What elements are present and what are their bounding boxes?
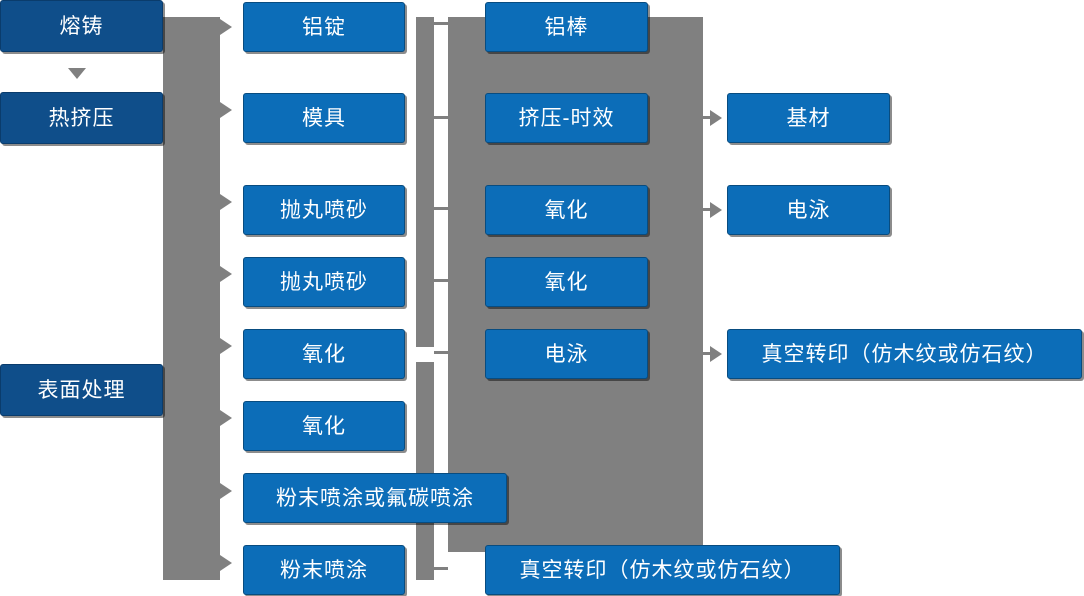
node-shot-blasting-2-label: 抛丸喷砂 (280, 270, 368, 294)
connector-arrow-to-shot-blasting-2 (220, 266, 232, 282)
connector-tick-extrusion-aging (434, 116, 448, 119)
connector-tick-oxidation-3 (434, 207, 448, 210)
connector-arrow-down-melt-to-extrusion (68, 68, 86, 79)
node-vacuum-transfer-printing-bottom[interactable]: 真空转印（仿木纹或仿石纹） (485, 545, 840, 595)
node-melt-casting[interactable]: 熔铸 (0, 0, 163, 52)
connector-stub-surface-treatment (163, 388, 183, 391)
node-mold-label: 模具 (302, 106, 346, 130)
node-melt-casting-label: 熔铸 (59, 14, 104, 38)
node-shot-blasting-1[interactable]: 抛丸喷砂 (243, 185, 405, 235)
node-oxidation-3-label: 氧化 (544, 198, 589, 222)
node-powder-coating[interactable]: 粉末喷涂 (243, 545, 405, 595)
node-shot-blasting-1-label: 抛丸喷砂 (280, 198, 368, 222)
node-substrate-label: 基材 (786, 106, 831, 130)
node-surface-treatment-label: 表面处理 (37, 378, 126, 402)
node-vacuum-transfer-printing-right[interactable]: 真空转印（仿木纹或仿石纹） (727, 329, 1082, 379)
node-electrophoresis-1[interactable]: 电泳 (485, 329, 648, 379)
connector-arrow-to-electrophoresis-2 (710, 202, 722, 218)
connector-arrow-to-oxidation-1 (220, 338, 232, 354)
node-oxidation-4[interactable]: 氧化 (485, 257, 648, 307)
node-powder-or-fluorocarbon-coating-label: 粉末喷涂或氟碳喷涂 (276, 486, 474, 510)
node-extrusion-aging-label: 挤压-时效 (518, 106, 615, 130)
connector-body-stage1 (163, 17, 220, 580)
node-surface-treatment[interactable]: 表面处理 (0, 364, 163, 416)
connector-arrow-to-aluminum-ingot (220, 19, 232, 35)
node-hot-extrusion-label: 热挤压 (48, 106, 115, 130)
node-oxidation-2-label: 氧化 (302, 414, 346, 438)
node-oxidation-4-label: 氧化 (544, 270, 589, 294)
node-aluminum-ingot-label: 铝锭 (302, 15, 346, 39)
node-aluminum-bar-label: 铝棒 (544, 15, 589, 39)
node-electrophoresis-1-label: 电泳 (544, 342, 589, 366)
node-powder-or-fluorocarbon-coating[interactable]: 粉末喷涂或氟碳喷涂 (243, 473, 507, 523)
connector-arrow-to-powder-coating (220, 555, 232, 571)
node-extrusion-aging[interactable]: 挤压-时效 (485, 93, 648, 143)
node-vacuum-transfer-printing-bottom-label: 真空转印（仿木纹或仿石纹） (519, 558, 806, 582)
node-vacuum-transfer-printing-right-label: 真空转印（仿木纹或仿石纹） (761, 342, 1048, 366)
node-aluminum-bar[interactable]: 铝棒 (485, 2, 648, 52)
node-oxidation-1[interactable]: 氧化 (243, 329, 405, 379)
node-substrate[interactable]: 基材 (727, 93, 890, 143)
connector-arrow-to-powder-or-fluorocarbon (220, 483, 232, 499)
connector-arrow-to-vacuum-right (710, 346, 722, 362)
node-electrophoresis-2[interactable]: 电泳 (727, 185, 890, 235)
node-mold[interactable]: 模具 (243, 93, 405, 143)
node-oxidation-2[interactable]: 氧化 (243, 401, 405, 451)
connector-arrow-to-oxidation-2 (220, 410, 232, 426)
connector-tick-oxidation-4 (434, 279, 448, 282)
connector-tick-electrophoresis-1 (434, 351, 448, 354)
node-oxidation-3[interactable]: 氧化 (485, 185, 648, 235)
connector-tick-vacuum-bottom (434, 567, 448, 570)
connector-arrow-to-substrate (710, 110, 722, 126)
node-electrophoresis-2-label: 电泳 (786, 198, 831, 222)
connector-arrow-to-shot-blasting-1 (220, 194, 232, 210)
node-hot-extrusion[interactable]: 热挤压 (0, 92, 163, 144)
node-powder-coating-label: 粉末喷涂 (280, 558, 368, 582)
node-shot-blasting-2[interactable]: 抛丸喷砂 (243, 257, 405, 307)
connector-bus-lower (416, 362, 434, 580)
node-aluminum-ingot[interactable]: 铝锭 (243, 2, 405, 52)
connector-tick-aluminum-bar (434, 22, 448, 25)
connector-arrow-to-mold (220, 102, 232, 118)
connector-bus-upper (416, 17, 434, 347)
node-oxidation-1-label: 氧化 (302, 342, 346, 366)
